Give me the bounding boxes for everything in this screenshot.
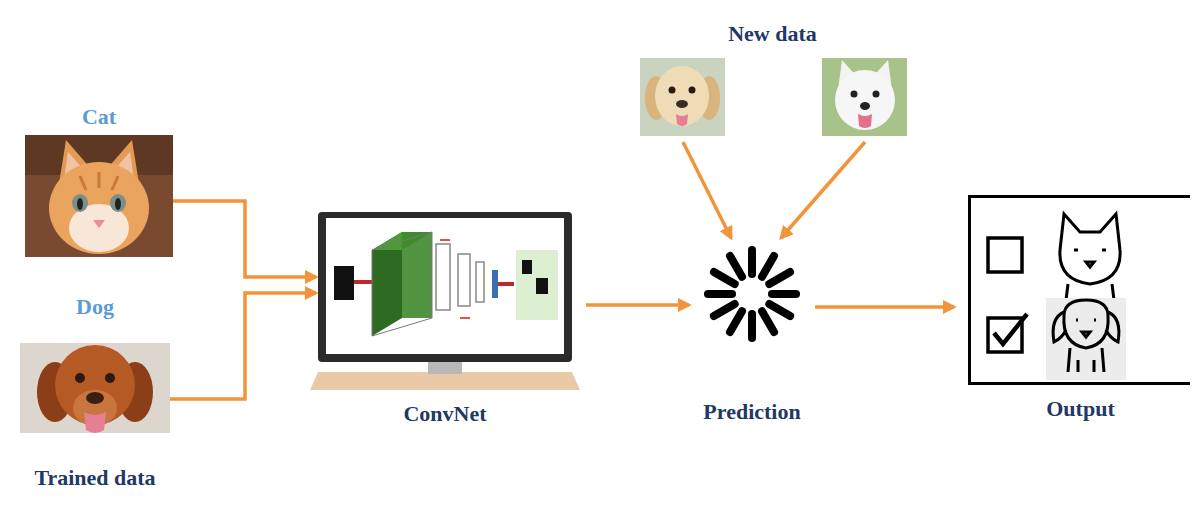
node-label: Output xyxy=(1046,397,1114,421)
flow-arrow xyxy=(815,305,954,309)
cat-image-node: Cat xyxy=(25,135,173,257)
convnet-node: ConvNet xyxy=(318,212,572,390)
caption-label: Trained data xyxy=(34,466,155,490)
dog-image-node: Dog xyxy=(20,343,170,433)
node-label: Cat xyxy=(82,105,116,129)
dog-photo xyxy=(20,343,170,433)
cat-photo xyxy=(25,135,173,257)
node-label: New data xyxy=(728,22,817,46)
node-label: Dog xyxy=(76,295,114,319)
monitor-illustration xyxy=(310,212,580,390)
flow-arrow xyxy=(173,201,316,277)
node-label: Prediction xyxy=(703,400,800,424)
flow-arrow xyxy=(170,293,316,399)
node-label: ConvNet xyxy=(403,402,486,426)
spinner-icon xyxy=(708,250,796,338)
new-dog-photo xyxy=(822,58,907,136)
new-dog-photo xyxy=(640,58,725,136)
output-box: Output xyxy=(968,195,1190,385)
flow-arrow xyxy=(781,142,865,238)
prediction-node: Prediction xyxy=(703,246,801,342)
flow-arrow xyxy=(586,303,689,307)
output-contents xyxy=(988,214,1126,380)
new-data-node: New data xyxy=(635,58,910,136)
flow-arrow xyxy=(683,142,731,238)
